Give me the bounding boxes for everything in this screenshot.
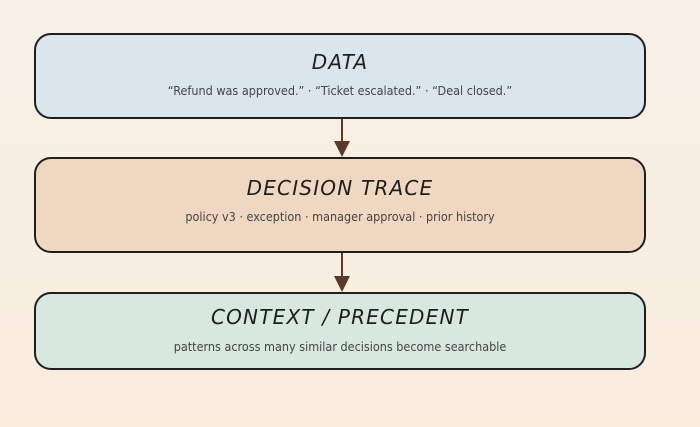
context-precedent-node-subtitle: patterns across many similar decisions b… [173, 339, 507, 354]
decision-trace-node-subtitle: policy v3 · exception · manager approval… [185, 209, 495, 224]
decision-trace-node-title: DECISION TRACE [246, 176, 434, 200]
arrow-trace-to-context [334, 253, 350, 292]
arrow-data-to-trace [334, 119, 350, 157]
data-node: DATA “Refund was approved.” · “Ticket es… [34, 33, 646, 119]
data-node-title: DATA [311, 50, 369, 74]
context-precedent-node-title: CONTEXT / PRECEDENT [210, 305, 470, 329]
decision-trace-node: DECISION TRACE policy v3 · exception · m… [34, 157, 646, 253]
context-precedent-node: CONTEXT / PRECEDENT patterns across many… [34, 292, 646, 370]
data-node-subtitle: “Refund was approved.” · “Ticket escalat… [167, 83, 513, 98]
